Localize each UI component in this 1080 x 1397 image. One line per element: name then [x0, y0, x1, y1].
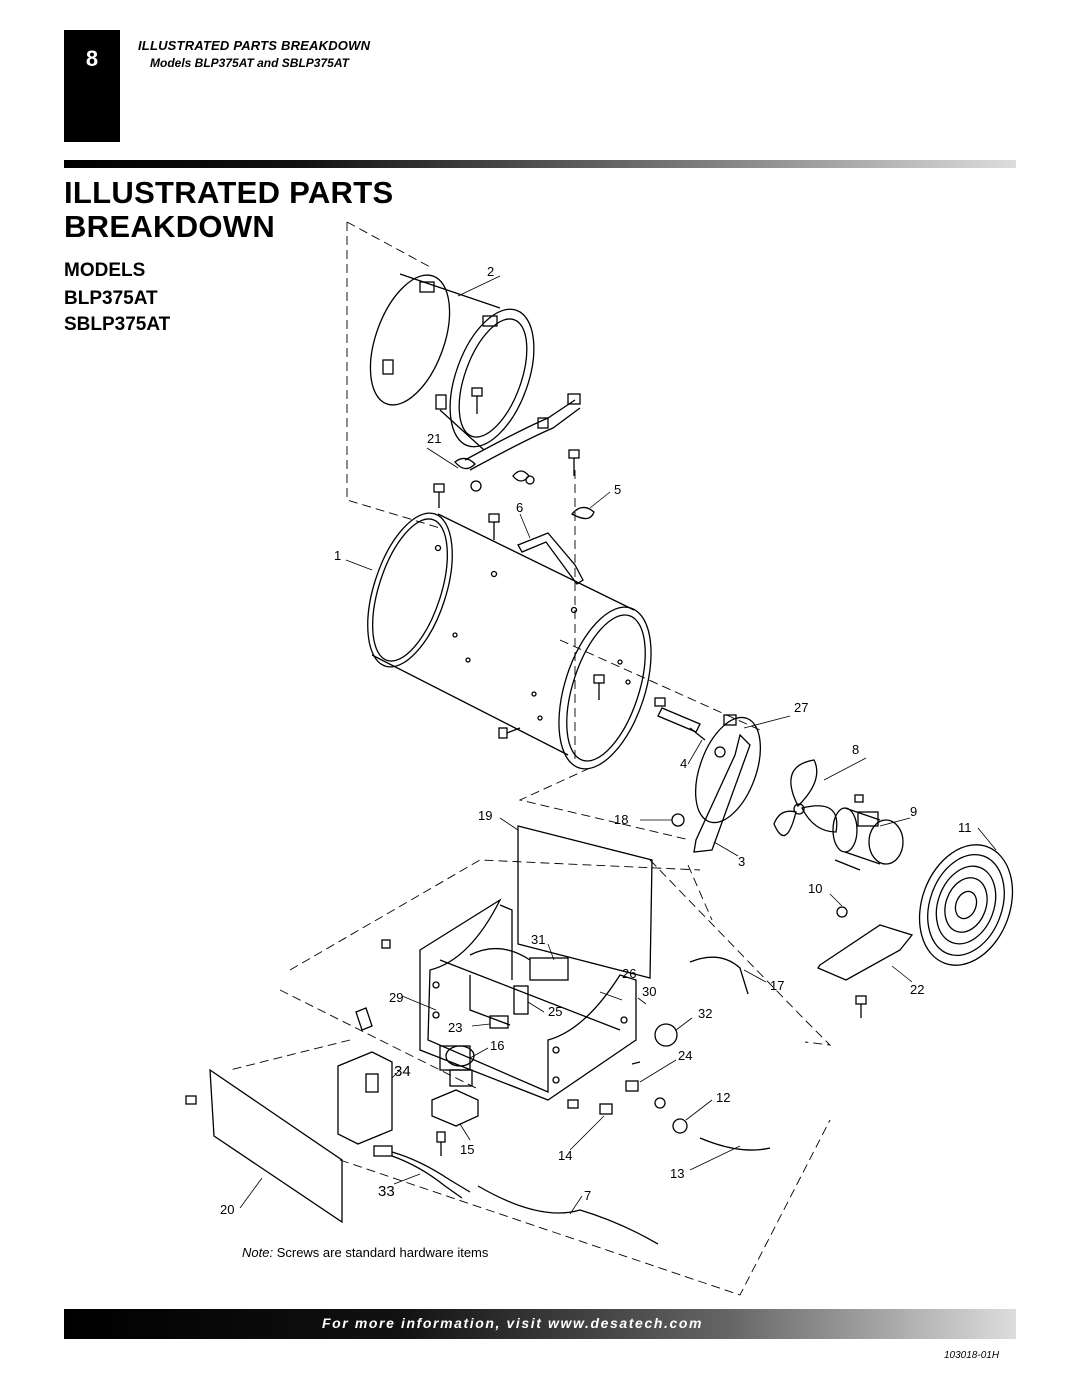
part-32-control-knob: [654, 1023, 678, 1047]
document-code: 103018-01H: [944, 1350, 1000, 1361]
part-17-hose: [689, 956, 749, 995]
callout-15: 15: [460, 1142, 474, 1157]
header-title: ILLUSTRATED PARTS BREAKDOWN: [138, 38, 371, 53]
callout-27: 27: [794, 700, 808, 715]
model-number-2: SBLP375AT: [64, 314, 171, 335]
page-title-line-2: BREAKDOWN: [64, 209, 276, 244]
callout-23: 23: [448, 1020, 462, 1035]
callout-29: 29: [389, 990, 403, 1005]
part-31-thermostat-switch: [529, 957, 569, 981]
callout-22: 22: [910, 982, 924, 997]
callout-32: 32: [698, 1006, 712, 1021]
callout-10: 10: [808, 881, 822, 896]
callout-17: 17: [770, 978, 784, 993]
part-10-bushing: [836, 906, 848, 918]
part-14-fitting: [599, 1103, 613, 1115]
callout-31: 31: [531, 932, 545, 947]
callout-11: 11: [958, 820, 972, 835]
footer-website-text[interactable]: For more information, visit www.desatech…: [322, 1315, 704, 1331]
part-19-side-panel: [517, 825, 653, 979]
nut-24: [654, 1097, 666, 1109]
callout-9: 9: [910, 804, 917, 819]
callout-18: 18: [614, 812, 628, 827]
callout-12: 12: [716, 1090, 730, 1105]
models-label: MODELS: [64, 260, 146, 281]
part-20-access-panel: [209, 1068, 343, 1224]
callout-21: 21: [427, 431, 441, 446]
callout-19: 19: [478, 808, 492, 823]
part-18-nut: [671, 813, 685, 827]
part-2-combustion-chamber: [369, 273, 535, 451]
callout-3: 3: [738, 854, 745, 869]
callout-16: 16: [490, 1038, 504, 1053]
part-27-mounting-bracket: [723, 714, 737, 726]
part-34-control-module: [337, 1051, 393, 1145]
part-5-clip: [570, 506, 595, 520]
part-6-fuel-pipe: [517, 532, 584, 585]
footer-bar: For more information, visit www.desatech…: [64, 1309, 1016, 1339]
part-3-fan-shroud: [693, 716, 761, 853]
callout-20: 20: [220, 1202, 234, 1217]
callout-26: 26: [622, 966, 636, 981]
page-title-line-1: ILLUSTRATED PARTS: [64, 175, 394, 210]
callout-7: 7: [584, 1188, 591, 1203]
base-frame-assembly: [419, 898, 637, 1101]
note-text: Screws are standard hardware items: [273, 1245, 489, 1260]
callout-14: 14: [558, 1148, 572, 1163]
part-21-igniter-lead: [454, 393, 581, 492]
assembly-dashed-lines: [229, 221, 832, 1296]
gas-tube-31: [469, 947, 531, 961]
callout-5: 5: [614, 482, 621, 497]
part-9-motor: [832, 794, 904, 871]
gas-tube-23: [469, 975, 511, 1026]
callout-labels: 2 21 5 6 1 27 4 8 9 11 10 19 18 3 22 17 …: [220, 264, 972, 1217]
part-11-fan-guard: [918, 844, 1014, 966]
screw-14: [567, 1099, 579, 1109]
note-label: Note:: [242, 1245, 274, 1260]
part-15-valve-bracket: [431, 1089, 479, 1127]
screw-22: [855, 995, 867, 1018]
part-22-motor-bracket: [817, 924, 914, 981]
page-number: 8: [85, 46, 99, 71]
part-33-wire-harness: [373, 1145, 471, 1199]
screws-note: Note: Screws are standard hardware items: [242, 1245, 488, 1260]
callout-25: 25: [548, 1004, 562, 1019]
callout-8: 8: [852, 742, 859, 757]
callout-leaders: [239, 275, 997, 1215]
callout-24: 24: [678, 1048, 692, 1063]
callout-4: 4: [680, 756, 687, 771]
callout-1: 1: [334, 548, 341, 563]
model-number-1: BLP375AT: [64, 288, 158, 309]
part-25-terminal-block: [513, 985, 529, 1015]
part-4-nozzle: [654, 697, 706, 741]
part-24-grommet: [625, 1080, 639, 1092]
part-29-inlet-fitting: [355, 1007, 373, 1031]
part-23-toggle-switch: [489, 1015, 509, 1029]
part-12-strain-relief: [672, 1118, 688, 1134]
page-number-tab: 8: [64, 30, 120, 142]
callout-34: 34: [394, 1063, 411, 1080]
callout-33: 33: [378, 1183, 395, 1200]
header-subtitle: Models BLP375AT and SBLP375AT: [150, 56, 349, 70]
part-8-fan-blade: [773, 759, 838, 837]
callout-30: 30: [642, 984, 656, 999]
part-13-power-cord: [699, 1137, 771, 1151]
part-7-thermocouple-lead: [477, 1185, 659, 1245]
header-rule: [64, 160, 1016, 168]
part-1-outer-shell: [367, 512, 652, 770]
page-title: ILLUSTRATED PARTS BREAKDOWN: [64, 176, 393, 244]
callout-2: 2: [487, 264, 494, 279]
callout-6: 6: [516, 500, 523, 515]
callout-13: 13: [670, 1166, 684, 1181]
